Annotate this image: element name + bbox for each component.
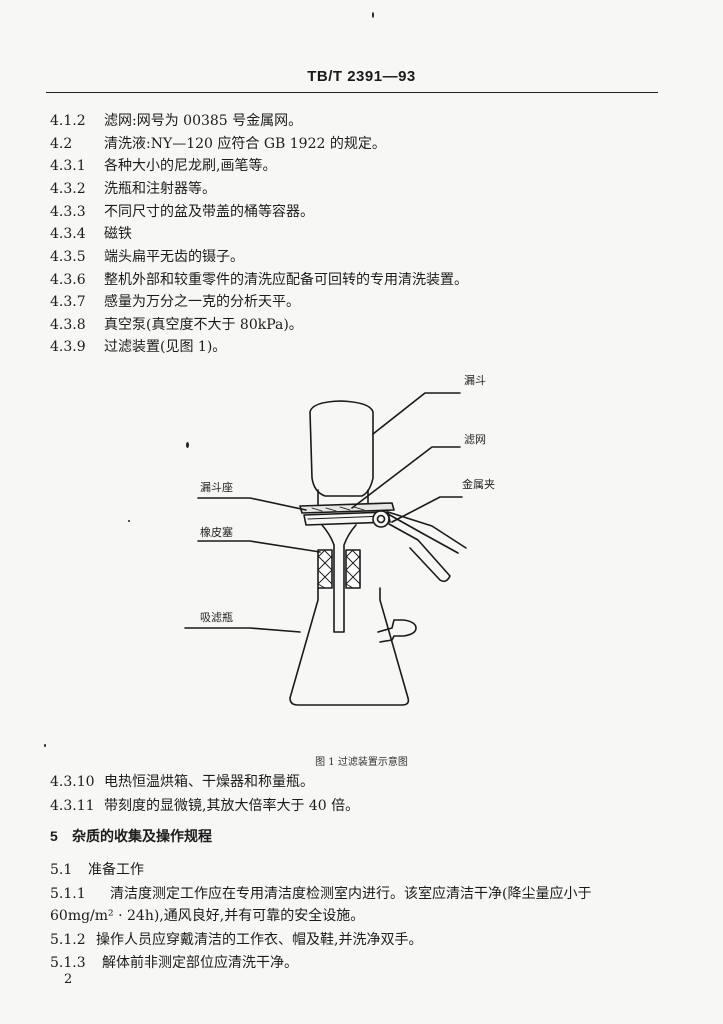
item-number: 4.3.10 (50, 774, 95, 790)
list-item: 5.1.2 操作人员应穿戴清洁的工作衣、帽及鞋,并洗净双手。 (50, 931, 422, 949)
item-number: 4.3.2 (50, 181, 86, 197)
item-text: 带刻度的显微镜,其放大倍率大于 40 倍。 (104, 798, 360, 814)
item-number: 4.3.5 (50, 249, 86, 265)
list-item: 4.3.8 真空泵(真空度不大于 80kPa)。 (50, 316, 303, 334)
list-item: 4.3.10 电热恒温烘箱、干燥器和称量瓶。 (50, 773, 314, 791)
list-item: 4.3.1 各种大小的尼龙刷,画笔等。 (50, 157, 276, 175)
list-item: 4.1.2 滤网:网号为 00385 号金属网。 (50, 112, 302, 130)
list-item: 4.2 清洗液:NY—120 应符合 GB 1922 的规定。 (50, 135, 386, 153)
list-item: 5.1.3 解体前非测定部位应清洗干净。 (50, 954, 298, 972)
item-text: 操作人员应穿戴清洁的工作衣、帽及鞋,并洗净双手。 (96, 932, 423, 948)
page-header: TB/T 2391—93 (307, 68, 416, 85)
label-filter-mesh: 滤网 (464, 433, 486, 446)
scan-speck (186, 442, 189, 448)
list-item: 5.1.1 清洁度测定工作应在专用清洁度检测室内进行。该室应清洁干净(降尘量应小于 (50, 885, 591, 903)
list-item: 4.3.2 洗瓶和注射器等。 (50, 180, 216, 198)
item-text: 各种大小的尼龙刷,画笔等。 (104, 158, 277, 174)
item-text: 解体前非测定部位应清洗干净。 (102, 955, 298, 971)
filtration-apparatus-figure: 漏斗 滤网 金属夹 漏斗座 橡皮塞 吸滤瓶 (184, 374, 495, 706)
item-text: 电热恒温烘箱、干燥器和称量瓶。 (104, 774, 314, 790)
list-item: 4.3.4 磁铁 (50, 225, 132, 243)
item-text: 准备工作 (88, 862, 144, 878)
label-suction-flask: 吸滤瓶 (200, 610, 233, 624)
item-number: 5.1.1 (50, 886, 86, 902)
list-item: 4.3.9 过滤装置(见图 1)。 (50, 338, 226, 356)
item-text: 60mg/m² · 24h),通风良好,并有可靠的安全设施。 (50, 908, 365, 924)
item-text: 不同尺寸的盆及带盖的桶等容器。 (104, 204, 314, 220)
item-number: 5.1.3 (50, 955, 86, 971)
item-number: 4.3.4 (50, 226, 86, 242)
list-item: 4.3.7 感量为万分之一克的分析天平。 (50, 293, 300, 311)
list-item: 5.1 准备工作 (50, 861, 144, 879)
list-item: 4.3.6 整机外部和较重零件的清洗应配备可回转的专用清洗装置。 (50, 271, 468, 289)
item-number: 4.3.7 (50, 294, 86, 310)
list-item: 4.3.11 带刻度的显微镜,其放大倍率大于 40 倍。 (50, 797, 359, 815)
item-number: 5.1.2 (50, 932, 86, 948)
label-funnel: 漏斗 (464, 374, 486, 387)
item-number: 4.3.11 (50, 798, 95, 814)
item-number: 4.1.2 (50, 113, 86, 129)
section-heading: 5 杂质的收集及操作规程 (50, 827, 212, 845)
item-text: 整机外部和较重零件的清洗应配备可回转的专用清洗装置。 (104, 272, 468, 288)
item-number: 4.3.1 (50, 158, 86, 174)
list-item-continuation: 60mg/m² · 24h),通风良好,并有可靠的安全设施。 (50, 907, 364, 925)
item-text: 真空泵(真空度不大于 80kPa)。 (104, 317, 303, 333)
label-funnel-base: 漏斗座 (200, 480, 233, 494)
scan-speck (372, 12, 374, 18)
item-text: 洗瓶和注射器等。 (104, 181, 216, 197)
item-text: 磁铁 (104, 226, 132, 242)
list-item: 4.3.3 不同尺寸的盆及带盖的桶等容器。 (50, 203, 314, 221)
item-number: 4.3.8 (50, 317, 86, 333)
section-number: 5 (50, 828, 58, 844)
item-text: 端头扁平无齿的镊子。 (104, 249, 244, 265)
item-text: 过滤装置(见图 1)。 (104, 339, 227, 355)
label-rubber-stopper: 橡皮塞 (200, 525, 233, 539)
scan-speck (44, 744, 46, 747)
figure-caption: 图 1 过滤装置示意图 (315, 757, 408, 768)
scan-speck (128, 520, 130, 522)
item-text: 清洁度测定工作应在专用清洁度检测室内进行。该室应清洁干净(降尘量应小于 (110, 886, 592, 902)
header-rule (46, 92, 658, 93)
item-number: 4.3.6 (50, 272, 86, 288)
item-number: 4.3.3 (50, 204, 86, 220)
item-text: 感量为万分之一克的分析天平。 (104, 294, 300, 310)
item-number: 4.2 (50, 136, 73, 152)
label-metal-clip: 金属夹 (462, 477, 495, 491)
item-text: 滤网:网号为 00385 号金属网。 (104, 113, 303, 129)
item-number: 5.1 (50, 862, 73, 878)
item-text: 清洗液:NY—120 应符合 GB 1922 的规定。 (104, 136, 386, 152)
list-item: 4.3.5 端头扁平无齿的镊子。 (50, 248, 244, 266)
section-title: 杂质的收集及操作规程 (72, 828, 212, 844)
item-number: 4.3.9 (50, 339, 86, 355)
page-number: 2 (64, 972, 73, 987)
